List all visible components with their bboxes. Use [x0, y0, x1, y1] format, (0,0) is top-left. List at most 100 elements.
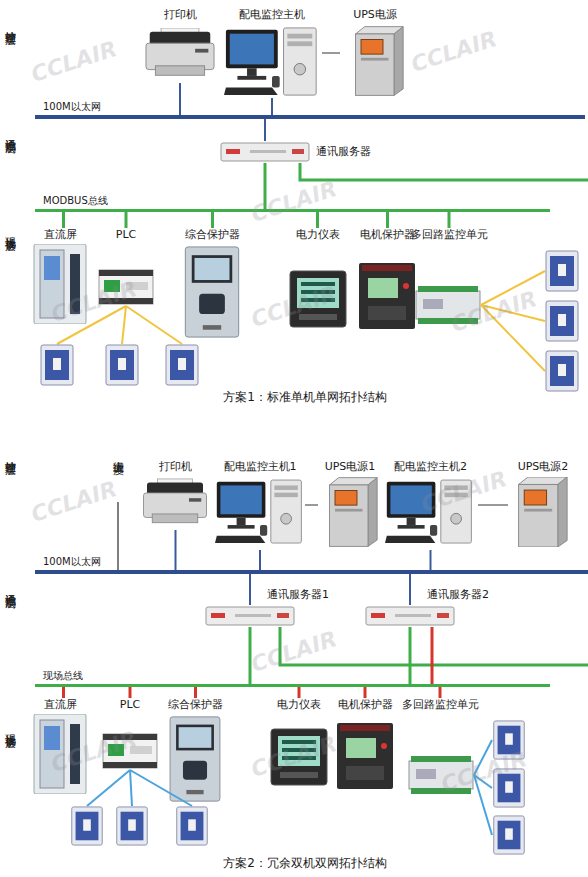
watermark: CCLAIR — [418, 467, 510, 517]
host-picture — [215, 480, 301, 543]
network-link — [249, 627, 252, 684]
signal-wire — [474, 740, 492, 775]
host-picture — [224, 28, 316, 95]
network-link — [259, 550, 261, 570]
ups-device: UPS电源1 — [318, 460, 382, 550]
fieldbus-wire — [300, 163, 588, 180]
motor-protector-picture — [337, 723, 393, 789]
device-label: 电力仪表 — [268, 698, 330, 712]
breaker-picture — [166, 345, 198, 385]
device-label: 直流屏 — [28, 228, 92, 242]
network-link — [298, 687, 301, 698]
monitor-host: 配电监控主机 — [222, 8, 322, 98]
breaker-picture — [494, 721, 524, 759]
device-label: 打印机 — [140, 8, 220, 22]
bus-label: 现场总线 — [43, 670, 83, 682]
network-link — [194, 687, 197, 698]
relay-picture — [170, 717, 220, 801]
device-label: 配电监控主机2 — [383, 460, 478, 474]
meter-picture — [290, 271, 346, 327]
signal-wire — [87, 770, 130, 806]
device-label: 电机保护器 — [334, 698, 396, 712]
fieldbus-wire — [280, 627, 588, 665]
monitor-unit-picture — [416, 286, 480, 324]
motor-protector: 电机保护器 — [355, 228, 420, 333]
ups-device: UPS电源2 — [508, 460, 578, 550]
relay-picture — [185, 247, 238, 337]
power-meter: 电力仪表 — [285, 228, 350, 328]
network-link — [249, 574, 251, 605]
ups-picture — [519, 477, 568, 547]
network-link — [179, 83, 181, 115]
monitor-host: 配电监控主机2 — [383, 460, 478, 550]
breaker-picture — [494, 769, 524, 807]
signal-wire — [474, 775, 492, 835]
device-label: 综合保护器 — [175, 228, 250, 242]
signal-wire — [130, 770, 192, 806]
layer-label: 站控管理层 — [4, 452, 16, 457]
field-bus: 现场总线 — [35, 684, 550, 687]
network-link — [448, 212, 451, 228]
watermark: CCLAIR — [408, 27, 500, 77]
network-link — [322, 52, 340, 54]
watermark: CCLAIR — [28, 477, 120, 527]
device-label: UPS电源1 — [318, 460, 382, 474]
device-label: 多回路监控单元 — [400, 698, 480, 712]
device-label: 配电监控主机 — [222, 8, 322, 22]
device-label: 直流屏 — [28, 698, 92, 712]
signal-wires — [87, 740, 492, 835]
network-link — [264, 163, 267, 209]
redundant-wire — [431, 627, 434, 684]
layer-label: 上级调度 — [112, 452, 124, 456]
printer-picture — [144, 479, 207, 523]
printer-device: 打印机 — [138, 460, 213, 530]
protection-relay: 综合保护器 — [175, 228, 250, 340]
watermark: CCLAIR — [48, 727, 140, 777]
ethernet-bus: 100M以太网 — [35, 115, 585, 119]
layer-label: 站控管理层 — [4, 22, 16, 27]
plc-picture — [103, 734, 157, 768]
network-link — [386, 212, 389, 228]
network-link — [129, 687, 132, 698]
breaker-picture — [494, 816, 524, 854]
breaker-picture — [106, 345, 138, 385]
network-link — [316, 212, 319, 228]
monitoring-unit: 多回路监控单元 — [400, 698, 480, 797]
dc-panel: 直流屏 — [28, 698, 92, 796]
device-label: 综合保护器 — [158, 698, 233, 712]
bus-label: MODBUS总线 — [43, 195, 108, 207]
breaker-picture — [41, 345, 73, 385]
scheme-caption: 方案1：标准单机单网拓扑结构 — [223, 390, 387, 405]
modbus-bus: MODBUS总线 — [35, 209, 550, 212]
network-link — [409, 627, 412, 684]
ups-picture — [356, 27, 404, 96]
plc-device: PLC — [100, 698, 160, 772]
breaker-picture — [177, 807, 207, 845]
network-link — [439, 687, 442, 698]
signal-wire — [130, 770, 132, 806]
plc-device: PLC — [96, 228, 156, 308]
bus-label: 100M以太网 — [43, 556, 101, 568]
network-link — [271, 98, 273, 115]
motor-protector-picture — [359, 263, 415, 329]
signal-wire — [481, 271, 545, 305]
network-link — [62, 687, 65, 698]
printer-picture — [146, 28, 214, 75]
network-link — [175, 530, 177, 570]
watermark: CCLAIR — [448, 287, 540, 337]
watermark: CCLAIR — [248, 732, 340, 782]
power-meter: 电力仪表 — [268, 698, 330, 790]
device-label: 多回路监控单元 — [410, 228, 488, 242]
device-label: PLC — [96, 228, 156, 242]
dc-panel-picture — [34, 244, 86, 324]
network-link — [125, 212, 128, 228]
watermark: CCLAIR — [248, 627, 340, 677]
signal-wire — [481, 305, 545, 371]
breaker-picture — [117, 807, 147, 845]
device-label: 通讯服务器2 — [427, 588, 489, 602]
ups-device: UPS电源 — [340, 8, 410, 98]
network-link — [430, 550, 432, 570]
bus-label: 100M以太网 — [43, 101, 101, 113]
